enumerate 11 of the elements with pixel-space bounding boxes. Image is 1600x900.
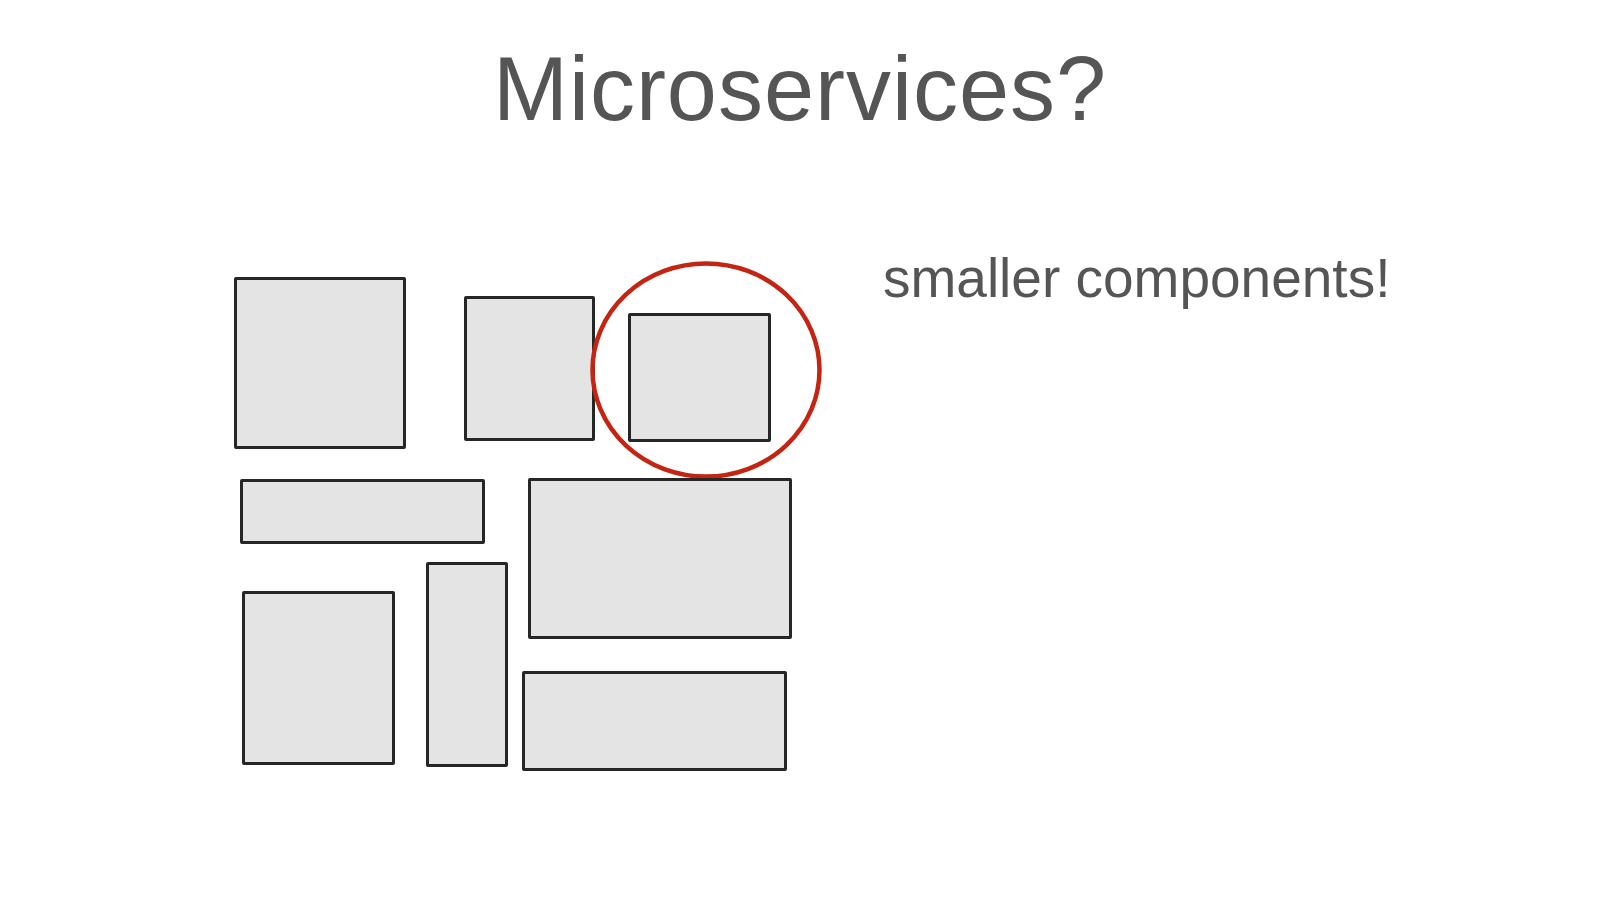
component-box — [234, 277, 406, 449]
slide-title: Microservices? — [492, 40, 1108, 139]
component-box — [628, 313, 771, 442]
component-box — [242, 591, 395, 765]
component-box — [426, 562, 508, 767]
component-box — [240, 479, 485, 544]
component-box — [522, 671, 787, 771]
component-box — [464, 296, 595, 441]
side-note: smaller components! — [883, 246, 1391, 311]
component-box — [528, 478, 792, 639]
highlight-circle — [590, 261, 822, 479]
